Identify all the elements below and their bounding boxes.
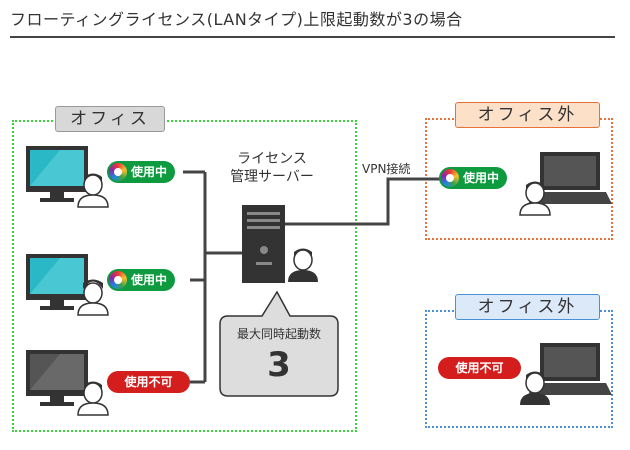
app-logo-icon	[109, 163, 127, 181]
status-badge-text: 使用不可	[455, 361, 504, 375]
status-badge-in-use-1: 使用中	[107, 161, 176, 183]
status-badge-text: 使用不可	[124, 375, 173, 389]
user-3-icon	[77, 381, 109, 416]
status-badge-text: 使用中	[131, 273, 168, 287]
status-badge-text: 使用中	[131, 165, 168, 179]
server-label-line2: 管理サーバー	[230, 169, 314, 185]
connection-lines	[183, 170, 442, 384]
vpn-user-icon	[519, 181, 551, 216]
license-server-label: ライセンス 管理サーバー	[222, 150, 322, 186]
offline-user-icon	[520, 371, 550, 405]
max-startups-value: 3	[267, 345, 291, 385]
offline-laptop-icon	[528, 343, 612, 395]
status-badge-not-allowed-1: 使用不可	[107, 371, 190, 393]
user-2-icon	[77, 279, 109, 316]
diagram-title: フローティングライセンス(LANタイプ)上限起動数が3の場合	[10, 10, 463, 29]
server-admin-icon	[288, 248, 318, 282]
app-logo-icon	[441, 169, 459, 187]
computer-3-icon	[26, 350, 88, 406]
status-badge-text: 使用中	[463, 171, 500, 185]
vpn-connection-label: VPN接続	[362, 162, 411, 176]
app-logo-icon	[109, 271, 127, 289]
server-label-line1: ライセンス	[237, 151, 307, 167]
office-zone	[12, 120, 357, 432]
user-1-icon	[77, 173, 109, 208]
vpn-laptop-icon	[528, 152, 612, 204]
computer-1-icon	[26, 146, 88, 202]
outside-zone-1-label: オフィス外	[455, 102, 600, 128]
status-badge-in-use-vpn: 使用中	[439, 167, 508, 189]
license-server-icon	[242, 205, 285, 283]
max-startups-bubble	[219, 290, 339, 397]
max-startups-label: 最大同時起動数	[236, 327, 321, 341]
office-zone-label: オフィス	[55, 106, 165, 132]
status-badge-not-allowed-2: 使用不可	[438, 357, 521, 379]
outside-zone-2-label: オフィス外	[455, 294, 600, 320]
title-underline	[10, 36, 615, 38]
computer-2-icon	[26, 254, 88, 310]
status-badge-in-use-2: 使用中	[107, 269, 176, 291]
